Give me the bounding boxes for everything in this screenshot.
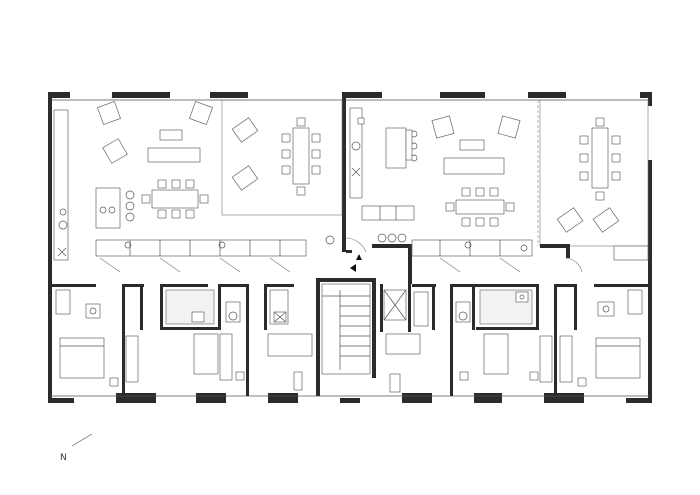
left-unit-living (53, 99, 343, 273)
north-arrow-icon: N (60, 433, 93, 463)
left-unit-bedrooms (50, 278, 320, 396)
exterior-walls (48, 92, 652, 403)
circulation-core (316, 237, 421, 393)
right-unit-bedrooms (412, 284, 648, 396)
entrance-arrow-up-icon (356, 254, 362, 260)
right-unit-living (349, 99, 649, 273)
entrance-arrow-left-icon (350, 264, 356, 272)
north-label: N (60, 453, 67, 463)
